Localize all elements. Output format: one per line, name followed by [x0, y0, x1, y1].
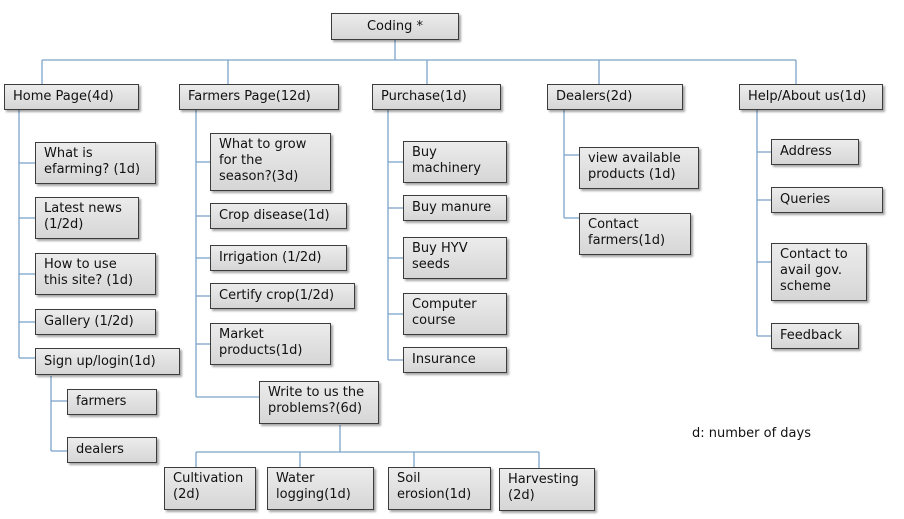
home-page-node: Home Page(4d) — [4, 84, 139, 110]
farmers-item-market-products: Market products(1d) — [210, 323, 331, 365]
dealers-item-contact-farmers: Contact farmers(1d) — [579, 213, 691, 255]
farmers-item-what-to-grow: What to grow for the season?(3d) — [210, 133, 331, 191]
home-item-signup-login: Sign up/login(1d) — [35, 348, 180, 375]
farmers-item-irrigation: Irrigation (1/2d) — [210, 245, 347, 271]
purchase-node: Purchase(1d) — [372, 84, 501, 110]
help-item-contact-gov-scheme: Contact to avail gov. scheme — [771, 243, 867, 301]
purchase-item-buy-machinery: Buy machinery — [403, 141, 507, 183]
purchase-item-computer-course: Computer course — [403, 293, 507, 335]
root-node: Coding * — [331, 13, 459, 40]
farmers-page-node: Farmers Page(12d) — [179, 84, 339, 110]
problem-soil-erosion: Soil erosion(1d) — [388, 467, 491, 510]
purchase-item-buy-hyv-seeds: Buy HYV seeds — [403, 237, 507, 279]
home-item-what-is-efarming: What is efarming? (1d) — [35, 142, 156, 184]
help-about-node: Help/About us(1d) — [739, 84, 883, 110]
home-item-gallery: Gallery (1/2d) — [35, 309, 156, 335]
legend-note: d: number of days — [692, 426, 811, 441]
home-item-how-to-use: How to use this site? (1d) — [35, 253, 156, 295]
help-item-feedback: Feedback — [771, 323, 859, 349]
farmers-item-crop-disease: Crop disease(1d) — [210, 203, 347, 229]
home-item-latest-news: Latest news (1/2d) — [35, 197, 139, 239]
farmers-item-certify-crop: Certify crop(1/2d) — [210, 283, 355, 309]
purchase-item-buy-manure: Buy manure — [403, 195, 507, 221]
purchase-item-insurance: Insurance — [403, 347, 507, 373]
farmers-item-write-to-us: Write to us the problems?(6d) — [259, 381, 379, 424]
help-item-address: Address — [771, 139, 859, 165]
dealers-node: Dealers(2d) — [547, 84, 683, 110]
problem-cultivation: Cultivation (2d) — [164, 467, 256, 510]
signup-child-farmers: farmers — [67, 389, 157, 415]
help-item-queries: Queries — [771, 187, 883, 213]
problem-harvesting: Harvesting (2d) — [499, 468, 595, 511]
dealers-item-view-products: view available products (1d) — [579, 147, 699, 189]
signup-child-dealers: dealers — [67, 437, 157, 463]
problem-water-logging: Water logging(1d) — [267, 467, 374, 510]
